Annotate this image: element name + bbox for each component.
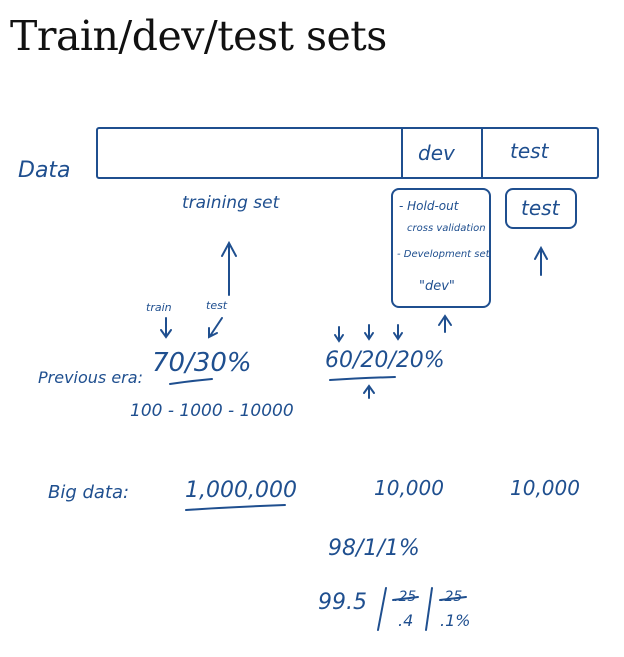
page-title: Train/dev/test sets [10, 12, 387, 60]
crossed-test-value: .25 [440, 589, 463, 605]
test-small-label: test [206, 299, 228, 312]
split-98-1-1: 98/1/1% [328, 536, 420, 561]
split-99-prefix: 99.5 [318, 590, 367, 615]
data-label: Data [18, 158, 71, 183]
holdout-box: - Hold-out cross validation - Developmen… [391, 188, 491, 308]
arrow-up-60-20-20 [363, 384, 375, 399]
bar-test-label: test [510, 139, 549, 163]
split-99-dev: .4 [398, 611, 414, 630]
bar-dev-label: dev [418, 141, 455, 165]
arrow-down-2 [364, 324, 374, 341]
dev-divider [401, 129, 403, 177]
arrow-down-1 [334, 326, 344, 343]
crossed-dev-value: .25 [394, 589, 417, 605]
underline-60-20-20 [329, 376, 396, 381]
arrow-down-train [160, 317, 172, 339]
holdout-line-2: cross validation [407, 223, 486, 234]
big-train-value: 1,000,000 [185, 478, 297, 503]
arrow-up-test [534, 245, 548, 276]
holdout-line-1: - Hold-out [399, 199, 459, 213]
strike-dev [392, 596, 419, 601]
strike-test [439, 596, 467, 601]
big-test-value: 10,000 [510, 476, 580, 500]
sizes-small: 100 - 1000 - 10000 [130, 401, 294, 421]
underline-1000000 [185, 504, 286, 511]
holdout-line-4: "dev" [419, 279, 455, 294]
training-set-label: training set [182, 193, 280, 213]
arrow-down-3 [393, 324, 403, 341]
test-divider [481, 129, 483, 177]
data-bar: dev test [96, 127, 599, 179]
split-70-30: 70/30% [152, 348, 252, 378]
arrow-up-holdout [438, 314, 452, 333]
arrow-up-training [221, 240, 237, 296]
sep-2 [425, 587, 433, 631]
test-box: test [505, 188, 577, 229]
split-99-test: .1% [440, 611, 471, 630]
previous-era-label: Previous era: [38, 368, 143, 387]
sep-1 [377, 587, 387, 631]
big-data-label: Big data: [48, 482, 130, 503]
split-60-20-20: 60/20/20% [325, 348, 445, 373]
train-label: train [146, 301, 172, 314]
arrow-down-test [208, 317, 223, 339]
test-box-label: test [521, 196, 560, 220]
underline-70-30 [169, 378, 213, 385]
holdout-line-3: - Development set [397, 249, 490, 260]
big-dev-value: 10,000 [374, 476, 444, 500]
